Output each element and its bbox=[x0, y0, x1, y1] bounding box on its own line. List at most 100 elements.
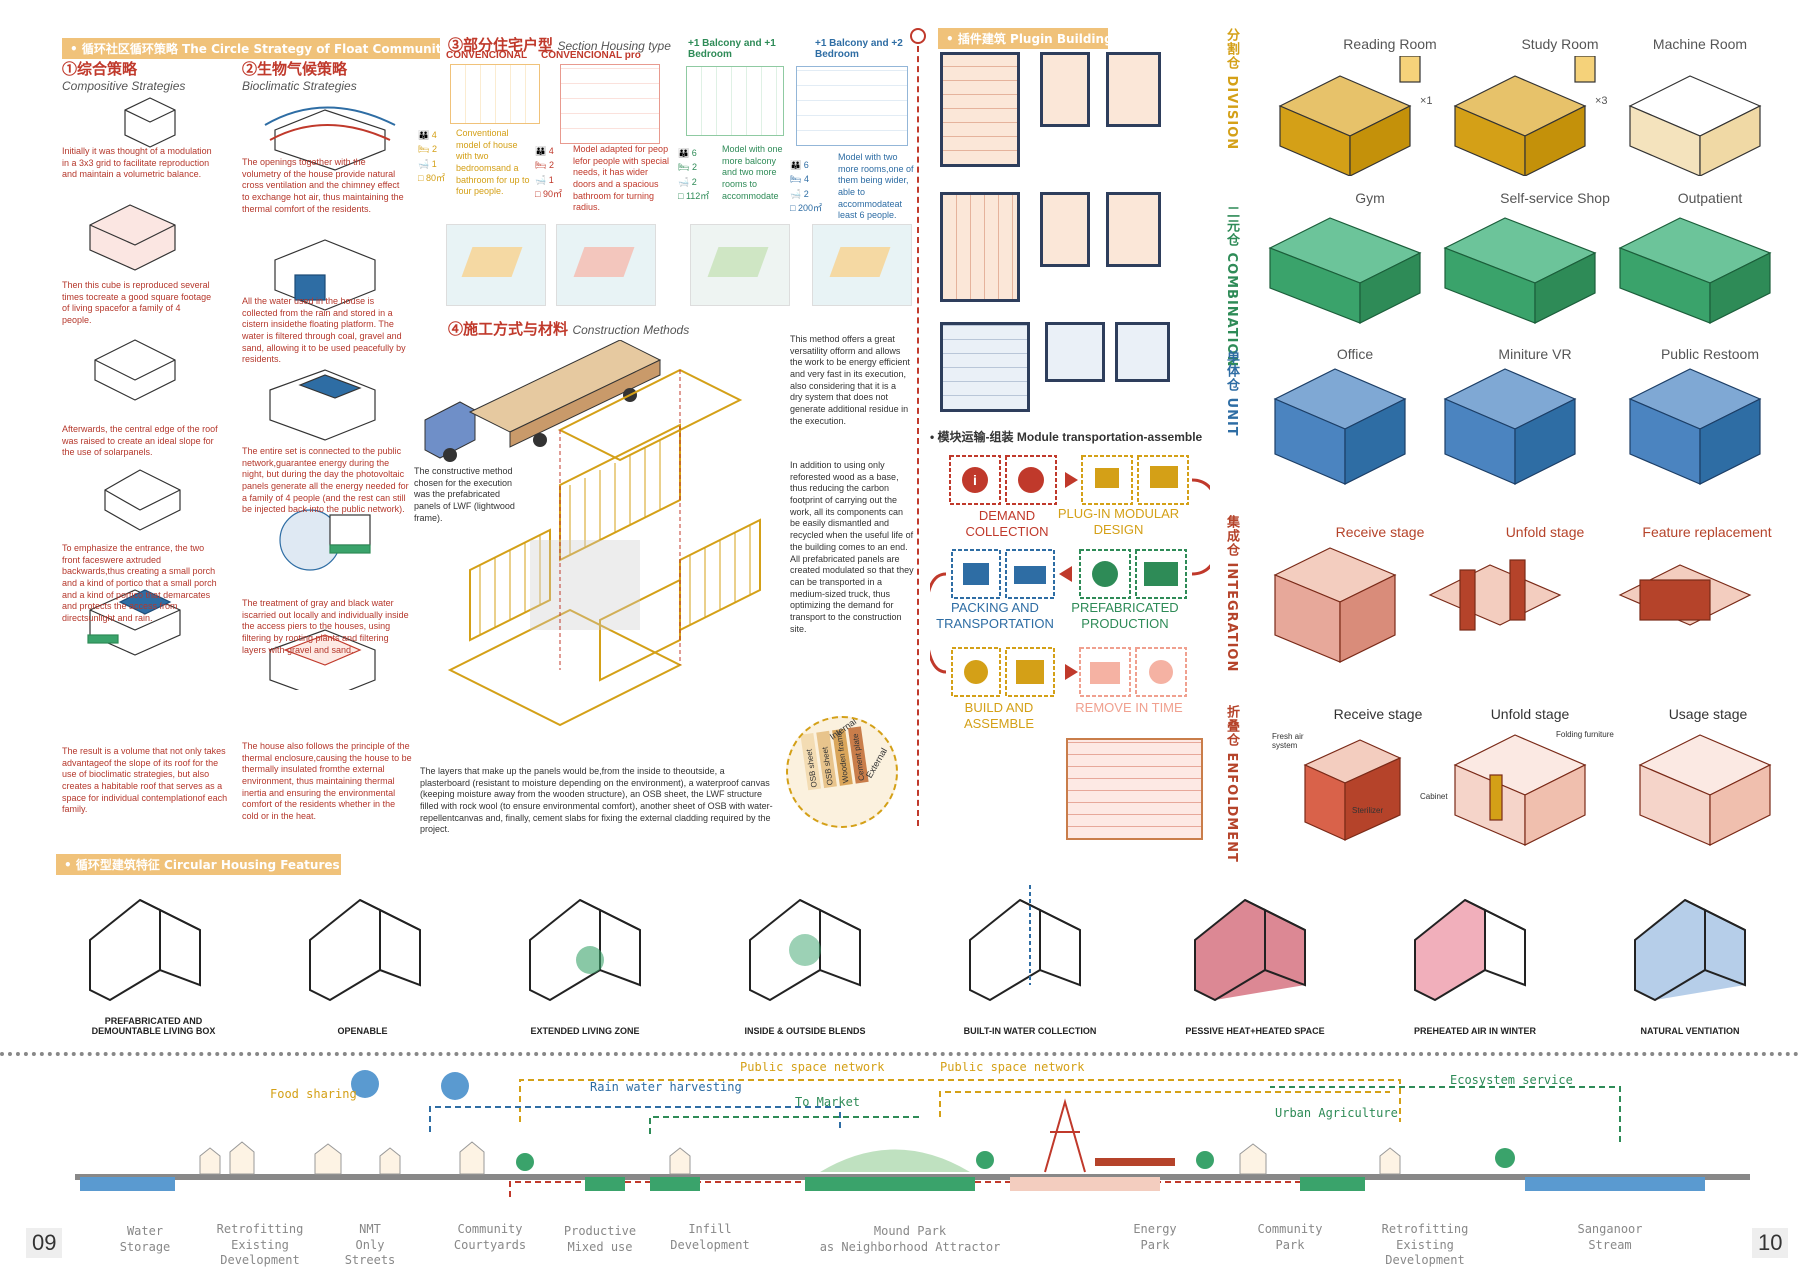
site-thumb-3 bbox=[690, 224, 790, 306]
combination-boxes bbox=[1268, 217, 1772, 324]
type-4-stats: 👪 6🛏 4🛁 2□ 200㎡ bbox=[790, 160, 822, 214]
site-thumb-4 bbox=[812, 224, 912, 306]
type-1-desc: Conventional model of house with two bed… bbox=[456, 128, 530, 197]
strategy2-subtitle: Bioclimatic Strategies bbox=[242, 79, 357, 93]
dotted-separator bbox=[0, 1052, 1800, 1056]
strategy1-note-1: Initially it was thought of a modulation… bbox=[62, 146, 212, 180]
feature-8: NATURAL VENTIATION bbox=[1640, 1026, 1740, 1036]
flow-remove: REMOVE IN TIME bbox=[1075, 700, 1183, 715]
feature-5: BUILT-IN WATER COLLECTION bbox=[963, 1026, 1097, 1036]
flow-packing: PACKING AND TRANSPORTATION bbox=[936, 600, 1054, 631]
plugin-grid bbox=[940, 52, 1190, 412]
division-boxes: ×1 ×3 bbox=[1278, 56, 1762, 176]
strategy1-note-2: Then this cube is reproduced several tim… bbox=[62, 280, 212, 326]
label-public-1: Public space network bbox=[740, 1062, 885, 1074]
circle-banner: • 循环社区循环策略 The Circle Strategy of Float … bbox=[62, 38, 449, 59]
flow-demand: DEMAND COLLECTION bbox=[965, 508, 1049, 539]
label-eco: Ecosystem service bbox=[1450, 1073, 1573, 1087]
remove-plan bbox=[1066, 738, 1203, 840]
strategy2-note-1: The openings together with the volumetry… bbox=[242, 157, 404, 214]
flow-plugin: PLUG-IN MODULAR DESIGN bbox=[1057, 506, 1180, 537]
strategy1-subtitle: Compositive Strategies bbox=[62, 79, 186, 93]
type-3-stats: 👪 6🛏 2🛁 2□ 112㎡ bbox=[678, 148, 710, 202]
construction-layers-text: The layers that make up the panels would… bbox=[420, 766, 773, 835]
combination-item-2: Self-service Shop bbox=[1500, 190, 1610, 206]
combination-label: 二元仓 COMBINATION bbox=[1224, 205, 1239, 368]
cube-diagrams bbox=[87, 97, 181, 656]
flow-build: BUILD AND ASSEMBLE bbox=[963, 700, 1035, 731]
bioclimatic-diagrams bbox=[264, 106, 396, 690]
enfoldment-item-3: Usage stage bbox=[1668, 706, 1748, 722]
integration-item-1: Receive stage bbox=[1335, 524, 1425, 540]
construction-subtitle: Construction Methods bbox=[572, 323, 690, 337]
type-2-name: CONVENCIONAL pro bbox=[541, 50, 641, 61]
integration-label: 集成仓 INTEGRATION bbox=[1224, 515, 1239, 673]
construction-method-text: The constructive method chosen for the e… bbox=[414, 466, 515, 523]
unit-item-3: Public Restoom bbox=[1660, 346, 1760, 362]
strategy1-note-3: Afterwards, the central edge of the roof… bbox=[62, 424, 218, 458]
plugin-banner: • 插件建筑 Plugin Building bbox=[938, 28, 1113, 49]
center-divider bbox=[917, 36, 919, 826]
label-public-2: Public space network bbox=[940, 1062, 1085, 1074]
label-urban: Urban Agriculture bbox=[1275, 1106, 1398, 1120]
divider-top-dot bbox=[910, 28, 926, 44]
feature-6: PESSIVE HEAT+HEATED SPACE bbox=[1185, 1026, 1325, 1036]
division-item-1: Reading Room bbox=[1343, 36, 1437, 52]
type-3-desc: Model with one more balcony and two more… bbox=[722, 144, 783, 201]
plan-3 bbox=[686, 66, 784, 136]
division-item-3: Machine Room bbox=[1652, 36, 1748, 52]
plan-2 bbox=[560, 64, 660, 144]
division-label: 分割仓 DIVISION bbox=[1224, 28, 1239, 151]
feature-7: PREHEATED AIR IN WINTER bbox=[1413, 1026, 1536, 1036]
enfoldment-label: 折叠仓 ENFOLDMENT bbox=[1224, 705, 1239, 863]
site-thumb-2 bbox=[556, 224, 656, 306]
construction-right-text-2: In addition to using only reforested woo… bbox=[790, 460, 914, 634]
panel-layers-circle: OSB sheet OSB sheet Wooden frame Cement … bbox=[786, 716, 898, 828]
housing-feature-row bbox=[89, 885, 1746, 1001]
strategy2-note-5: The house also follows the principle of … bbox=[242, 741, 412, 822]
label-food: Food sharing bbox=[270, 1087, 357, 1101]
plan-4 bbox=[796, 66, 908, 146]
layer-external-label: External bbox=[863, 746, 890, 780]
enfold-note-folding: Folding furniture bbox=[1556, 730, 1614, 739]
strategy2-note-4: The treatment of gray and black water is… bbox=[242, 598, 409, 655]
integration-item-2: Unfold stage bbox=[1505, 524, 1585, 540]
page-number-right: 10 bbox=[1752, 1228, 1789, 1258]
page-number-left: 09 bbox=[26, 1228, 63, 1258]
construction-right-text-1: This method offers a great versatility o… bbox=[790, 334, 910, 426]
unit-item-1: Office bbox=[1336, 346, 1374, 362]
strategy2-note-2: All the water used in the house is colle… bbox=[242, 296, 406, 365]
strategy2-note-3: The entire set is connected to the publi… bbox=[242, 446, 409, 515]
mult-1: ×1 bbox=[1420, 95, 1433, 107]
lwf-frame-diagram bbox=[424, 340, 761, 727]
svg-text:i: i bbox=[973, 472, 977, 488]
type-1-stats: 👪 4🛏 2🛁 1□ 80㎡ bbox=[418, 130, 445, 184]
section-subtitle: Section Housing type bbox=[557, 39, 671, 53]
feature-2: OPENABLE bbox=[337, 1026, 388, 1036]
feature-4: INSIDE & OUTSIDE BLENDS bbox=[744, 1026, 866, 1036]
construction-title: ④施工方式与材料 bbox=[448, 321, 569, 338]
unit-boxes bbox=[1273, 368, 1762, 485]
type-1-name: CONVENCIONAL bbox=[446, 50, 528, 61]
module-title: • 模块运输-组装 Module transportation-assemble bbox=[930, 430, 1203, 444]
type-3-name: +1 Balcony and +1 Bedroom bbox=[688, 38, 776, 60]
section-title: ③部分住宅户型 bbox=[448, 37, 554, 54]
strategy1-note-4: To emphasize the entrance, the two front… bbox=[62, 543, 217, 624]
flow-prefab: PREFABRICATED PRODUCTION bbox=[1071, 600, 1179, 631]
type-2-stats: 👪 4🛏 2🛁 1□ 90㎡ bbox=[535, 146, 562, 200]
strategy1-title: ①综合策略 bbox=[62, 61, 138, 78]
plan-1 bbox=[450, 64, 540, 124]
unit-label: 单体仓 UNIT bbox=[1224, 350, 1239, 437]
integration-boxes bbox=[1273, 547, 1752, 663]
label-market: To Market bbox=[795, 1095, 860, 1109]
unit-item-2: Miniture VR bbox=[1498, 346, 1572, 362]
